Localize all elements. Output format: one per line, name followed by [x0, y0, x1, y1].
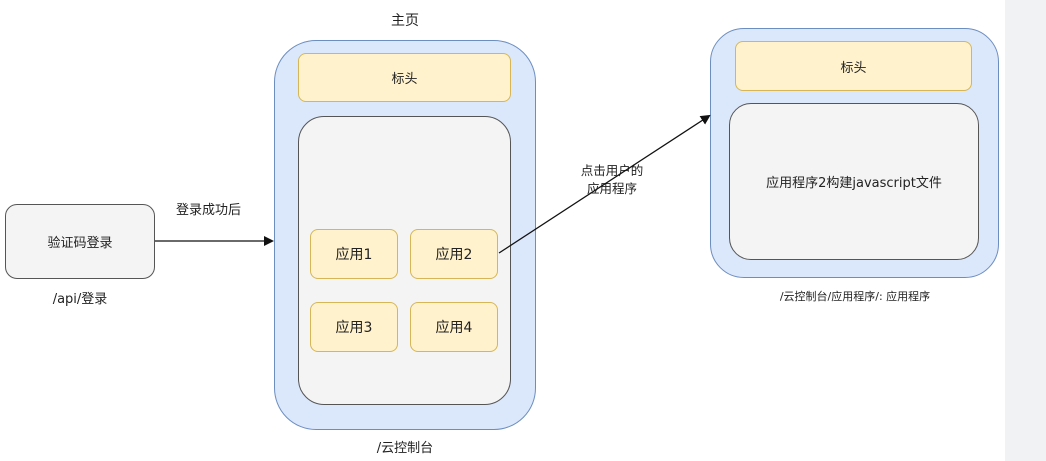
app-page-content: 应用程序2构建javascript文件	[729, 103, 979, 260]
app-tile-2-label: 应用2	[435, 247, 473, 263]
app-tile-4-label: 应用4	[435, 320, 473, 336]
app-page-caption: /云控制台/应用程序/: 应用程序	[730, 288, 980, 304]
edge-app-label: 点击用户的 应用程序	[572, 160, 652, 200]
login-caption-text: /api/登录	[52, 291, 108, 307]
app-page-caption-text: /云控制台/应用程序/: 应用程序	[779, 290, 931, 303]
app-tile-1-label: 应用1	[335, 247, 373, 263]
app-tile-4: 应用4	[410, 302, 498, 352]
home-caption: /云控制台	[274, 437, 536, 456]
app-page-content-label: 应用程序2构建javascript文件	[766, 176, 942, 191]
login-caption: /api/登录	[5, 288, 155, 307]
side-strip	[1005, 0, 1046, 461]
edge-app-arrow	[498, 114, 711, 254]
login-node: 验证码登录	[5, 204, 155, 279]
home-title-text: 主页	[391, 13, 419, 29]
app-page-header: 标头	[735, 41, 972, 91]
app-tile-1: 应用1	[310, 229, 398, 279]
app-page-header-label: 标头	[840, 60, 867, 76]
app-tile-3: 应用3	[310, 302, 398, 352]
app-tile-2: 应用2	[410, 229, 498, 279]
edge-app-label-line2: 应用程序	[586, 181, 637, 196]
login-node-label: 验证码登录	[47, 236, 113, 251]
edge-app-label-line1: 点击用户的	[580, 163, 644, 178]
app-tile-3-label: 应用3	[335, 320, 373, 336]
home-header: 标头	[298, 53, 511, 102]
edge-login-label: 登录成功后	[176, 203, 242, 218]
home-header-label: 标头	[391, 72, 418, 87]
home-caption-text: /云控制台	[376, 440, 434, 456]
home-title: 主页	[274, 10, 536, 30]
